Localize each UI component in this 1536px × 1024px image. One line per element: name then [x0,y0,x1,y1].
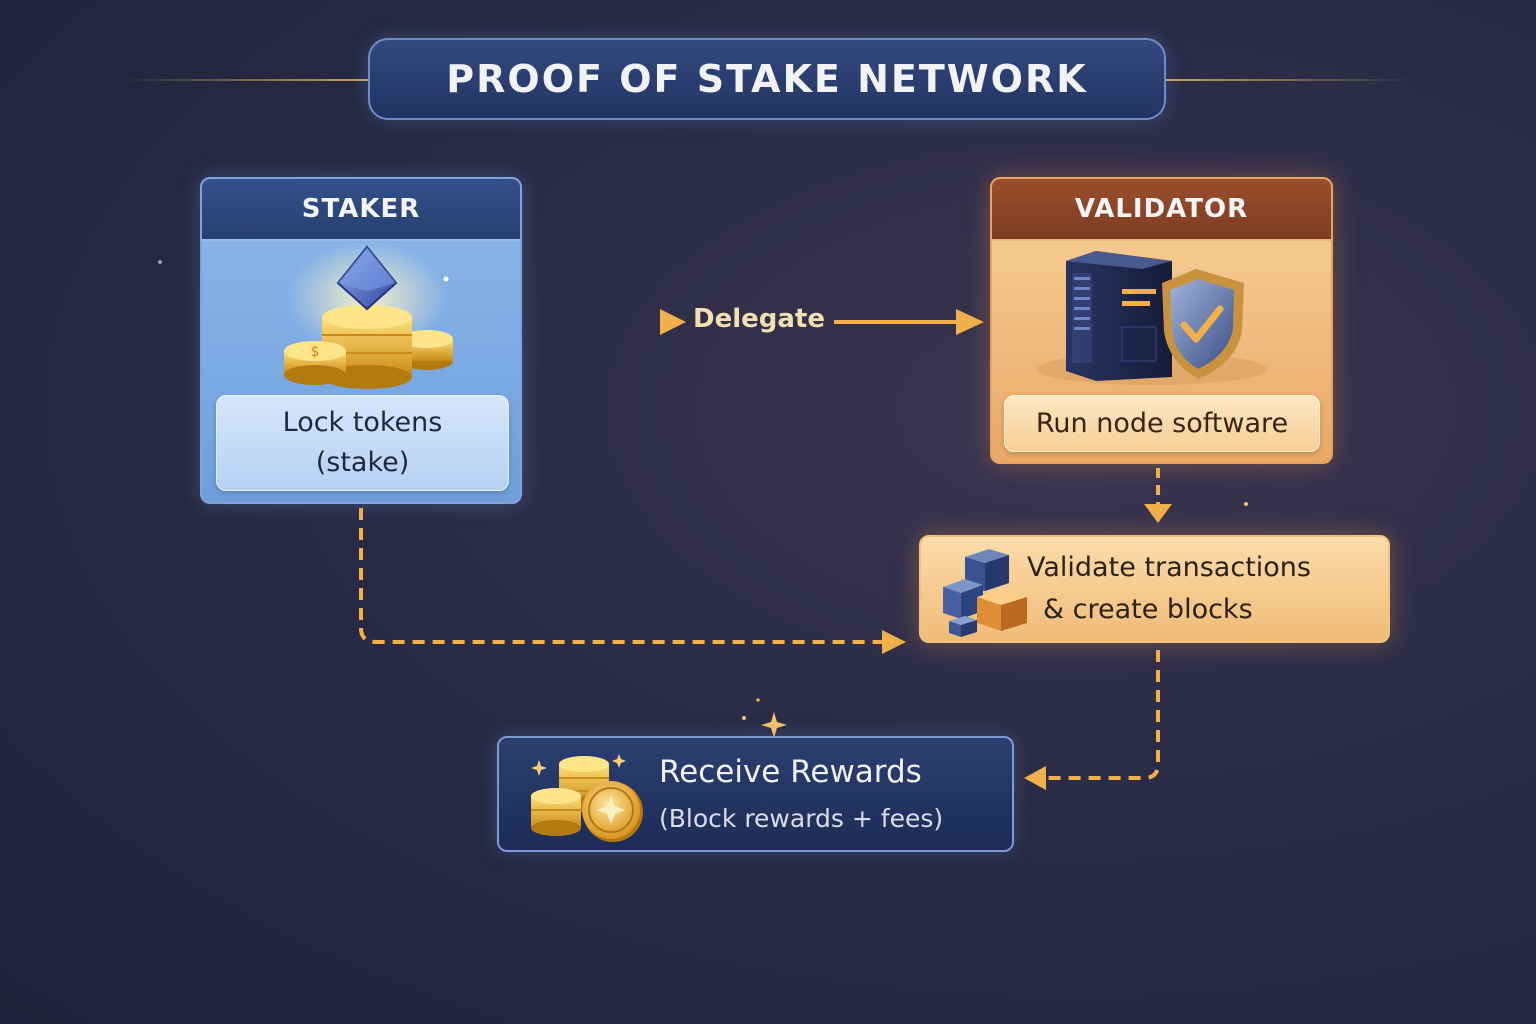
svg-text:$: $ [311,344,320,360]
title-divider-right [1166,79,1416,81]
validate-line-1: Validate transactions [1027,552,1311,583]
run-node-box: Run node software [1004,395,1320,452]
diagram-title: PROOF OF STAKE NETWORK [446,57,1088,101]
delegate-label: Delegate [693,304,825,334]
server-shield-icon [1037,251,1267,385]
receive-rewards-box: Receive Rewards (Block rewards + fees) [497,736,1014,852]
validate-to-rewards-dashed-line [1044,650,1160,780]
validator-to-validate-arrowhead [1144,504,1172,523]
validate-line-2: & create blocks [1043,594,1253,625]
validator-panel: VALIDATOR Run node sof [990,177,1333,464]
coins-with-gem-icon: $ [284,241,453,389]
staker-header: STAKER [202,179,520,241]
lock-tokens-label: Lock tokens (stake) [282,407,443,478]
validator-header: VALIDATOR [992,179,1331,241]
reward-coins-icon [531,754,643,842]
receive-rewards-title: Receive Rewards [659,754,922,790]
staker-to-validate-arrowhead [882,630,906,654]
sparkle-icon [158,260,1248,738]
delegate-arrowhead-right [956,309,984,335]
validate-transactions-text: Validate transactions & create blocks [1027,547,1387,631]
staker-to-validate-dashed-line [359,508,886,644]
blocks-icon [943,549,1027,637]
delegate-arrowhead-left [660,309,686,335]
validate-to-rewards-arrowhead [1024,766,1046,790]
validate-transactions-box: Validate transactions & create blocks [919,535,1390,643]
staker-panel: STAKER $ [200,177,522,504]
lock-tokens-box: Lock tokens (stake) [216,395,509,491]
title-divider-left [120,79,368,81]
receive-rewards-subtitle: (Block rewards + fees) [659,804,944,833]
diagram-title-box: PROOF OF STAKE NETWORK [368,38,1166,120]
run-node-label: Run node software [1035,407,1289,439]
